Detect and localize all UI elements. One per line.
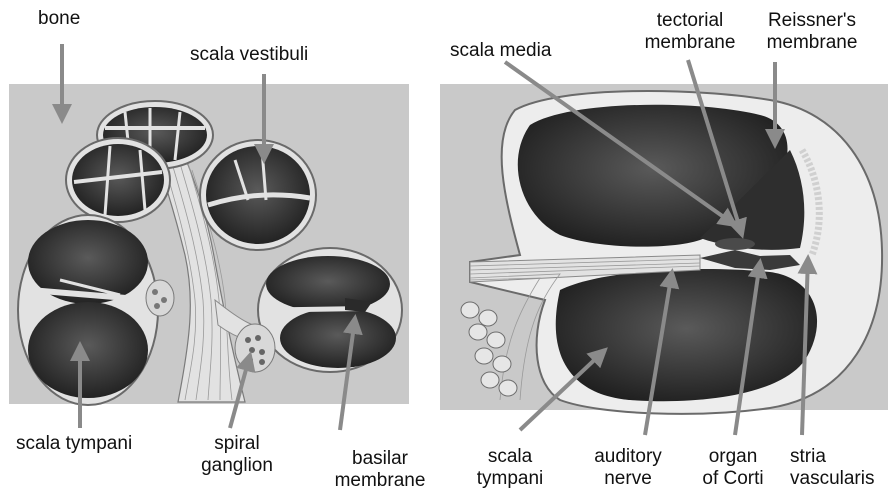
label-organ-of-corti-line1: organ	[688, 446, 778, 468]
cochlear-turn-lower-right	[258, 248, 402, 372]
label-spiral-ganglion-line2: ganglion	[193, 455, 281, 477]
label-tectorial-membrane-line2: membrane	[636, 32, 744, 54]
right-panel	[440, 84, 888, 414]
label-reissners-membrane-line2: membrane	[758, 32, 866, 54]
label-organ-of-corti-line2: of Corti	[688, 468, 778, 490]
label-spiral-ganglion: spiral ganglion	[193, 433, 281, 477]
label-tectorial-membrane-line1: tectorial	[636, 10, 744, 32]
label-scala-tympani-right-line2: tympani	[470, 468, 550, 490]
label-scala-vestibuli: scala vestibuli	[190, 44, 308, 66]
label-auditory-nerve: auditory nerve	[586, 446, 670, 490]
label-scala-tympani-left: scala tympani	[16, 433, 132, 455]
spiral-ganglion-cluster	[235, 324, 275, 372]
label-spiral-ganglion-line1: spiral	[193, 433, 281, 455]
label-stria-vascularis-line1: stria	[790, 446, 874, 468]
label-scala-tympani-right: scala tympani	[470, 446, 550, 490]
label-basilar-membrane-line1: basilar	[326, 448, 434, 470]
label-reissners-membrane: Reissner's membrane	[758, 10, 866, 54]
label-tectorial-membrane: tectorial membrane	[636, 10, 744, 54]
label-scala-media: scala media	[450, 40, 551, 62]
cochlear-turn-upper-left	[66, 138, 170, 222]
label-stria-vascularis: stria vascularis	[790, 446, 874, 490]
label-stria-vascularis-line2: vascularis	[790, 468, 874, 490]
tectorial-membrane-shape	[715, 238, 755, 250]
cochlear-turn-lower-left	[18, 215, 158, 405]
ganglion-left	[146, 280, 174, 316]
label-scala-tympani-right-line1: scala	[470, 446, 550, 468]
label-organ-of-corti: organ of Corti	[688, 446, 778, 490]
cochlear-turn-upper-right	[200, 140, 316, 250]
label-reissners-membrane-line1: Reissner's	[758, 10, 866, 32]
label-bone: bone	[38, 8, 80, 30]
label-basilar-membrane: basilar membrane	[326, 448, 434, 492]
label-auditory-nerve-line1: auditory	[586, 446, 670, 468]
label-basilar-membrane-line2: membrane	[326, 470, 434, 492]
label-auditory-nerve-line2: nerve	[586, 468, 670, 490]
